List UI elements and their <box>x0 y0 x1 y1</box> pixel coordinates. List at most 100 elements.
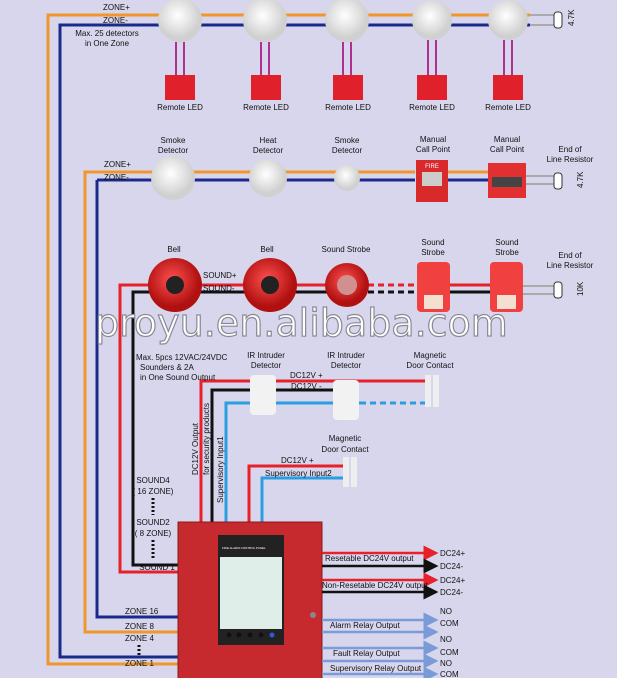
sound-minus-label: SOUND- <box>203 284 235 293</box>
device-label: Detector <box>332 146 363 155</box>
eol-wires <box>520 12 559 295</box>
smoke-detector-icon <box>243 0 287 78</box>
panel-title: FIRE ALARM CONTROL PANEL <box>222 546 266 550</box>
device-label: Call Point <box>416 145 451 154</box>
security-wiring <box>199 379 425 522</box>
bell-icon <box>243 258 297 312</box>
remote-led-label: Remote LED <box>325 103 371 112</box>
device-label: Manual <box>494 135 520 144</box>
resistor-value: 10K <box>576 281 585 296</box>
device-label: Call Point <box>490 145 525 154</box>
zone-plus-label: ZONE+ <box>103 3 130 12</box>
com-terminal: COM <box>440 648 459 657</box>
smoke-detector-icon <box>158 0 202 78</box>
watermark: proyu.en.alibaba.com <box>95 301 508 345</box>
panel-button <box>226 632 232 638</box>
sound2-label: SOUND2 <box>136 518 170 527</box>
eol-label: Line Resistor <box>547 155 594 164</box>
bell-icon <box>148 258 202 312</box>
resettable-output-label: Resetable DC24V output <box>325 554 414 563</box>
no-terminal: NO <box>440 607 452 616</box>
device-label: Strobe <box>495 248 519 257</box>
supervisory-relay-label: Supervisory Relay Output <box>330 664 422 673</box>
device-label: Sound <box>421 238 444 247</box>
smoke-detector-icon <box>412 0 452 78</box>
max-detectors-note-2: in One Zone <box>85 39 130 48</box>
no-terminal: NO <box>440 635 452 644</box>
sound4-zone: ( 16 ZONE) <box>133 487 174 496</box>
device-label: Detector <box>253 146 284 155</box>
fault-relay-label: Fault Relay Output <box>333 649 400 658</box>
zone8-label: ZONE 8 <box>125 622 154 631</box>
device-label: IR Intruder <box>327 351 365 360</box>
device-label: Sound <box>495 238 518 247</box>
non-resettable-output-label: Non-Resetable DC24V output <box>322 581 429 590</box>
sound1-label: SOUND 1 <box>139 563 175 572</box>
device-label: Door Contact <box>406 361 454 370</box>
device-label: Door Contact <box>321 445 369 454</box>
device-label: Detector <box>331 361 362 370</box>
smoke-detector-icon <box>334 165 360 191</box>
remote-led-icon <box>417 75 447 100</box>
dc24-plus: DC24+ <box>440 576 465 585</box>
device-label: Magnetic <box>414 351 446 360</box>
panel-button <box>247 632 253 638</box>
row2-devices <box>151 156 563 202</box>
supervisory-input2-label: Supervisory Input2 <box>265 469 332 478</box>
sound-plus-label: SOUND+ <box>203 271 237 280</box>
sounder-note: in One Sound Output <box>140 373 216 382</box>
dotted-separators <box>137 498 155 657</box>
remote-led-label: Remote LED <box>485 103 531 112</box>
device-label: Bell <box>260 245 274 254</box>
dc12-output-label: for security products <box>202 403 211 475</box>
heat-detector-icon <box>249 159 287 197</box>
zone-minus-label: ZONE- <box>104 173 129 182</box>
sound-strobe-icon <box>325 263 369 307</box>
fire-alarm-control-panel: FIRE ALARM CONTROL PANEL <box>177 521 323 678</box>
resistor-icon <box>553 11 563 29</box>
device-label: Smoke <box>161 136 186 145</box>
row1-detectors <box>158 0 563 100</box>
resistor-value: 4.7K <box>576 171 585 188</box>
device-label: Strobe <box>421 248 445 257</box>
resistor-icon <box>553 281 563 299</box>
com-terminal: COM <box>440 619 459 628</box>
device-label: Smoke <box>335 136 360 145</box>
smoke-detector-icon <box>488 0 528 78</box>
door-contact-icon <box>343 457 357 487</box>
ir-detector-icon <box>333 380 359 420</box>
device-label: Sound Strobe <box>322 245 371 254</box>
sounder-note: Max. 5pcs 12VAC/24VDC <box>136 353 228 362</box>
remote-led-icon <box>251 75 281 100</box>
device-label: Detector <box>158 146 189 155</box>
zone-minus-label: ZONE- <box>103 16 128 25</box>
output-wires <box>322 545 439 678</box>
remote-led-icon <box>333 75 363 100</box>
ir-detector-icon <box>250 375 276 415</box>
sound-strobe-icon <box>490 262 523 312</box>
dc12-plus-label: DC12V + <box>290 371 323 380</box>
dc12-output-label: DC12V Output <box>191 422 200 475</box>
device-label: Detector <box>251 361 282 370</box>
eol-label: Line Resistor <box>547 261 594 270</box>
no-terminal: NO <box>440 659 452 668</box>
device-label: Manual <box>420 135 446 144</box>
sound-strobe-icon <box>417 262 450 312</box>
remote-led-icon <box>165 75 195 100</box>
sounder-note: Sounders & 2A <box>140 363 194 372</box>
panel-button <box>269 632 275 638</box>
device-label: Bell <box>167 245 181 254</box>
resistor-icon <box>553 172 563 190</box>
eol-label: End of <box>558 145 582 154</box>
device-label: IR Intruder <box>247 351 285 360</box>
lock-icon <box>310 612 316 618</box>
manual-call-point-icon <box>416 160 448 202</box>
dc12-minus-label: DC12V - <box>291 382 322 391</box>
resistor-value: 4.7K <box>567 9 576 26</box>
com-terminal: COM <box>440 670 459 678</box>
max-detectors-note: Max. 25 detectors <box>75 29 139 38</box>
dc24-plus: DC24+ <box>440 549 465 558</box>
manual-call-point-icon <box>488 163 526 198</box>
